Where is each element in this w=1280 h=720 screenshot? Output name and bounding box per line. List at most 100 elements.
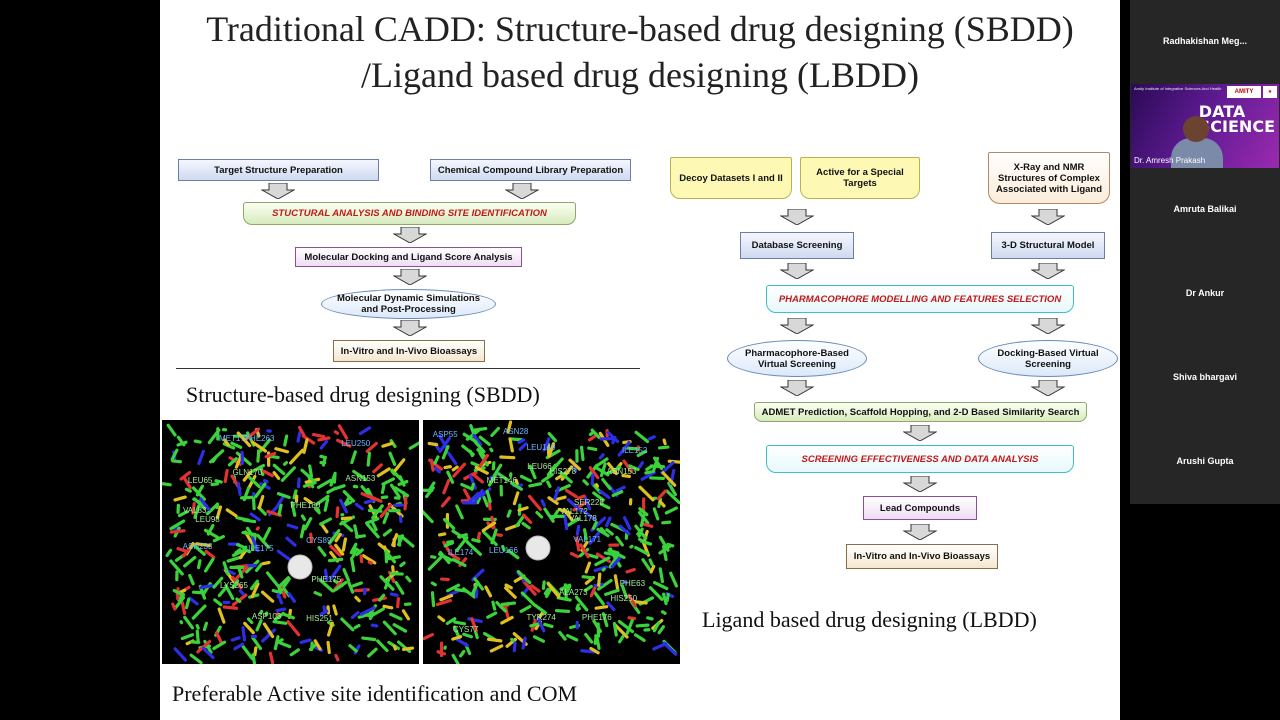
bond-stick	[451, 529, 462, 537]
bond-stick	[191, 604, 207, 620]
bond-stick	[462, 488, 473, 503]
participant-name[interactable]: Arushi Gupta	[1176, 456, 1234, 466]
bond-stick	[617, 440, 631, 457]
residue-label: ILE152	[622, 446, 648, 455]
bond-stick	[363, 498, 377, 505]
bond-stick	[667, 481, 677, 497]
bond-stick	[296, 477, 301, 489]
bond-stick	[581, 575, 594, 580]
residue-label: VAL83	[183, 506, 207, 515]
bond-stick	[579, 445, 585, 462]
bond-stick	[303, 517, 313, 531]
bond-stick	[235, 597, 242, 603]
bond-stick	[238, 589, 245, 596]
bond-stick	[433, 466, 441, 474]
bond-stick	[559, 471, 573, 484]
docking-vs-box: Docking-Based Virtual Screening	[978, 340, 1118, 377]
residue-label: LEU149	[527, 443, 556, 452]
bond-stick	[540, 499, 546, 507]
bond-stick	[623, 446, 640, 451]
bond-stick	[529, 622, 539, 628]
bond-stick	[347, 581, 355, 594]
bond-stick	[612, 621, 618, 637]
bond-stick	[661, 520, 672, 525]
bond-stick	[276, 592, 284, 605]
bond-stick	[514, 478, 519, 485]
bond-stick	[368, 611, 375, 621]
bond-stick	[508, 437, 523, 442]
bond-stick	[201, 646, 215, 660]
bond-stick	[495, 533, 503, 537]
bond-stick	[640, 470, 656, 481]
bond-stick	[255, 619, 263, 632]
bond-stick	[649, 464, 666, 469]
bond-stick	[510, 481, 524, 491]
bond-stick	[361, 554, 377, 565]
bond-stick	[546, 480, 552, 488]
bond-stick	[394, 580, 405, 595]
active-targets-box: Active for a Special Targets	[800, 157, 920, 199]
bond-stick	[543, 587, 550, 596]
participant-name[interactable]: Amruta Balikai	[1173, 204, 1237, 214]
bond-stick	[658, 567, 665, 584]
bond-stick	[640, 539, 653, 546]
bond-stick	[652, 642, 668, 651]
bond-stick	[334, 532, 342, 543]
bond-stick	[317, 436, 331, 442]
bond-stick	[275, 638, 284, 645]
bond-stick	[547, 432, 558, 443]
bond-stick	[340, 516, 353, 521]
bond-stick	[217, 586, 227, 598]
participant-name[interactable]: Dr Ankur	[1185, 288, 1225, 298]
bond-stick	[660, 610, 667, 615]
bond-stick	[638, 461, 645, 469]
bond-stick	[188, 573, 195, 586]
bond-stick	[380, 484, 386, 495]
bond-stick	[351, 581, 363, 588]
slide-title-line1: Traditional CADD: Structure-based drug d…	[206, 9, 1074, 49]
bond-stick	[628, 464, 640, 472]
bond-stick	[594, 556, 611, 567]
bond-stick	[535, 510, 544, 519]
participant-name[interactable]: Radhakishan Meg...	[1162, 36, 1248, 46]
bond-stick	[251, 497, 256, 511]
participant-name[interactable]: Shiva bhargavi	[1172, 372, 1238, 382]
bond-stick	[485, 489, 492, 504]
bond-stick	[384, 549, 397, 564]
bond-stick	[241, 626, 247, 642]
bond-stick	[522, 579, 537, 596]
residue-label: PHE180	[291, 501, 321, 510]
md-line2: and Post-Processing	[361, 304, 456, 315]
bond-stick	[554, 609, 571, 614]
lbdd-bioassays-box: In-Vitro and In-Vivo Bioassays	[846, 544, 998, 569]
bond-stick	[438, 550, 451, 565]
bond-stick	[441, 445, 450, 460]
bond-stick	[566, 633, 579, 642]
bond-stick	[391, 565, 395, 574]
residue-label: TYR274	[526, 613, 556, 622]
bond-stick	[478, 487, 492, 499]
bond-stick	[376, 467, 391, 478]
bond-stick	[508, 437, 514, 453]
bond-stick	[601, 612, 609, 628]
bond-stick	[231, 548, 247, 557]
bond-stick	[490, 528, 498, 545]
bond-stick	[528, 464, 537, 480]
compound-library-preparation: Chemical Compound Library Preparation	[430, 159, 631, 181]
bond-stick	[227, 457, 238, 467]
bond-stick	[251, 636, 263, 651]
bond-stick	[233, 642, 245, 651]
bond-stick	[575, 603, 580, 611]
bond-stick	[595, 457, 609, 468]
bond-stick	[566, 517, 581, 527]
bond-stick	[552, 509, 560, 520]
bond-stick	[225, 508, 238, 518]
residue-label: PHE175	[311, 575, 341, 584]
bond-stick	[648, 586, 664, 601]
bond-stick	[240, 495, 255, 500]
bond-stick	[613, 574, 620, 590]
down-arrow-icon	[780, 263, 814, 279]
speaker-video-tile[interactable]: Amity Institute of Integrative Sciences …	[1131, 84, 1279, 168]
bond-stick	[519, 604, 532, 613]
